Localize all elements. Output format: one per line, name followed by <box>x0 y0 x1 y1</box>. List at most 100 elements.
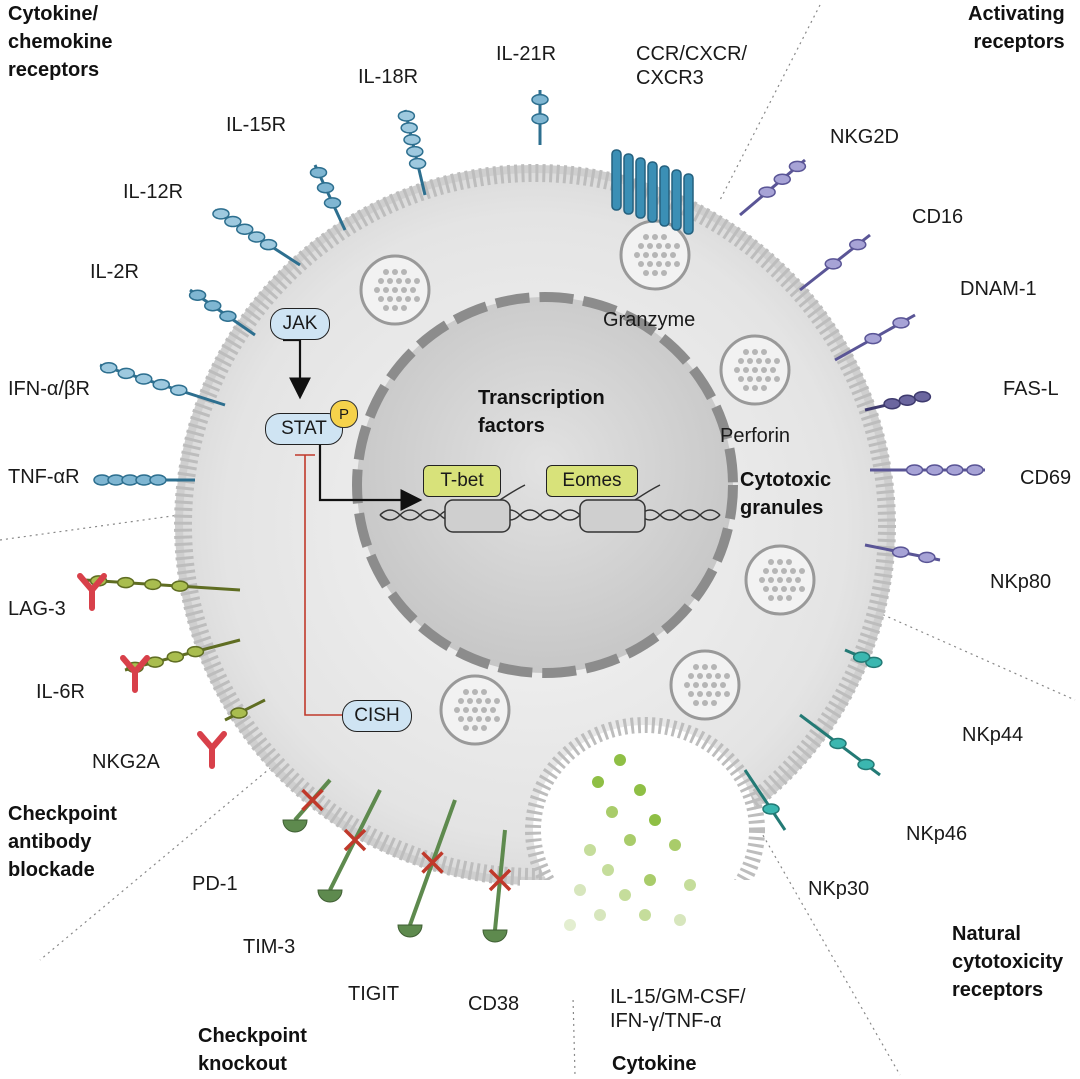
label-nkp46: NKp46 <box>906 823 968 845</box>
granule-dot <box>494 698 500 704</box>
il12r-glyph-domain <box>236 223 254 235</box>
granule-dot <box>661 270 667 276</box>
label-fasl: FAS-L <box>1003 378 1059 400</box>
label-nkg2d: NKG2D <box>830 126 899 148</box>
granule-dot <box>467 698 473 704</box>
granule-dot <box>770 367 776 373</box>
granule-dot <box>485 698 491 704</box>
tbet-node: T-bet <box>423 465 501 497</box>
granule-dot <box>693 700 699 706</box>
granule-dot <box>761 367 767 373</box>
label-nkp30: NKp30 <box>808 878 870 900</box>
il18r-glyph-domain <box>408 157 427 170</box>
granule-dot <box>647 261 653 267</box>
granule-dot <box>467 716 473 722</box>
cytokine-dot <box>669 839 681 851</box>
il15r-glyph <box>309 164 347 231</box>
granule-dot <box>665 261 671 267</box>
granule-dot <box>763 568 769 574</box>
granule-dot <box>786 577 792 583</box>
stat-tf-arrow <box>318 445 423 511</box>
lag3-antibody-shape <box>77 573 107 611</box>
nkp80-glyph-domain <box>918 551 936 564</box>
granule-dot <box>656 243 662 249</box>
granule-dot <box>777 595 783 601</box>
ifnr-glyph-domain <box>117 367 135 380</box>
il12r-glyph-domain <box>259 238 278 251</box>
nkp46-glyph-domain <box>829 737 847 750</box>
granule-dot <box>378 278 384 284</box>
granule-dot <box>463 689 469 695</box>
granule-dot <box>752 349 758 355</box>
cytokine-dot <box>594 909 606 921</box>
granule-dot <box>711 700 717 706</box>
nkp44-glyph-domain <box>852 651 871 663</box>
granule-dot <box>734 367 740 373</box>
nkg2a-antibody <box>197 731 227 769</box>
label-lag3: LAG-3 <box>8 598 66 620</box>
checkpoint-glyphs <box>77 573 512 943</box>
granule-dot <box>378 296 384 302</box>
cd16-glyph-domain <box>849 238 867 251</box>
granule-dot <box>774 376 780 382</box>
granule-dots <box>374 234 805 731</box>
lag3-antibody <box>77 573 107 611</box>
granule-dot <box>781 586 787 592</box>
granule-dot <box>638 243 644 249</box>
granule-dot <box>688 673 694 679</box>
nkg2d-glyph <box>739 158 807 217</box>
il18r-glyph <box>397 109 427 196</box>
cytokine-dot <box>634 784 646 796</box>
tigit-glyph-knockout-mark <box>421 851 444 874</box>
nucleus <box>352 292 738 678</box>
granule-dot <box>414 296 420 302</box>
granule-dot <box>786 559 792 565</box>
granule-dot <box>702 700 708 706</box>
granule-dot <box>799 568 805 574</box>
label-nkp80: NKp80 <box>990 571 1052 593</box>
il2r-glyph <box>188 288 256 337</box>
cytokine-dot <box>574 884 586 896</box>
jak-label: JAK <box>282 313 318 334</box>
nkg2d-glyph-domain <box>758 186 776 198</box>
granule-dot <box>476 716 482 722</box>
transcription-factors-label: Transcription factors <box>478 387 605 437</box>
jak-node: JAK <box>270 308 330 340</box>
granule-dot <box>684 682 690 688</box>
granule-dot <box>799 586 805 592</box>
tim3-glyph-head <box>317 889 343 903</box>
granule-dot <box>759 577 765 583</box>
granule-dot <box>768 559 774 565</box>
label-ccr: CCR/CXCR/ CXCR3 <box>636 43 748 89</box>
nkp44-glyph <box>844 648 883 669</box>
tnfr-glyph-domain <box>149 474 167 486</box>
granule-dot <box>670 252 676 258</box>
granule-dot <box>697 673 703 679</box>
granule-dot <box>410 287 416 293</box>
category-checkpoint-blockade: Checkpoint antibody blockade <box>8 803 117 881</box>
category-ncr: Natural cytotoxicity receptors <box>952 923 1064 1001</box>
cd38-glyph-head <box>482 929 508 943</box>
granule-dot <box>756 376 762 382</box>
ccr-helix <box>671 169 682 231</box>
granule-dot <box>661 252 667 258</box>
il12r-glyph-domain <box>212 208 230 220</box>
label-il6r: IL-6R <box>36 681 85 703</box>
granule-dot <box>458 716 464 722</box>
granule-dot <box>392 287 398 293</box>
granule-dot <box>720 682 726 688</box>
cytokine-dot <box>644 874 656 886</box>
nkg2d-glyph-domain <box>773 173 791 185</box>
label-dnam1: DNAM-1 <box>960 278 1037 300</box>
granule-dot <box>401 269 407 275</box>
tim3-glyph-knockout-mark <box>343 828 367 852</box>
granule-dot <box>781 568 787 574</box>
pd1-glyph <box>282 778 332 833</box>
granule-dot <box>786 595 792 601</box>
perforin-label: Perforin <box>720 425 791 447</box>
granule-dot <box>674 243 680 249</box>
category-checkpoint-knockout: Checkpoint knockout <box>198 1025 307 1075</box>
granule-dot <box>752 385 758 391</box>
il6r-antibody <box>120 655 150 693</box>
